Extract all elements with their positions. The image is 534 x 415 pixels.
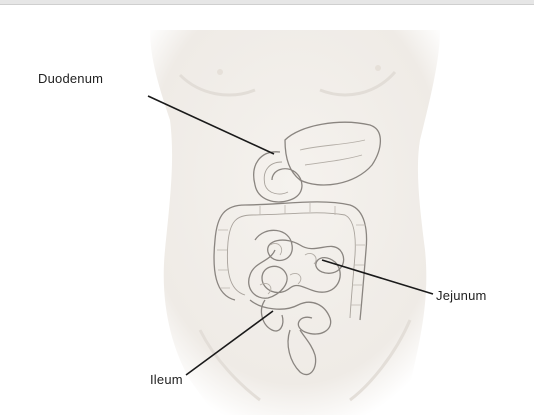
torso-silhouette [150,30,440,415]
label-duodenum: Duodenum [38,71,103,86]
label-jejunum: Jejunum [436,288,487,303]
nipple-right [375,65,381,71]
label-ileum: Ileum [150,372,183,387]
nipple-left [217,69,223,75]
